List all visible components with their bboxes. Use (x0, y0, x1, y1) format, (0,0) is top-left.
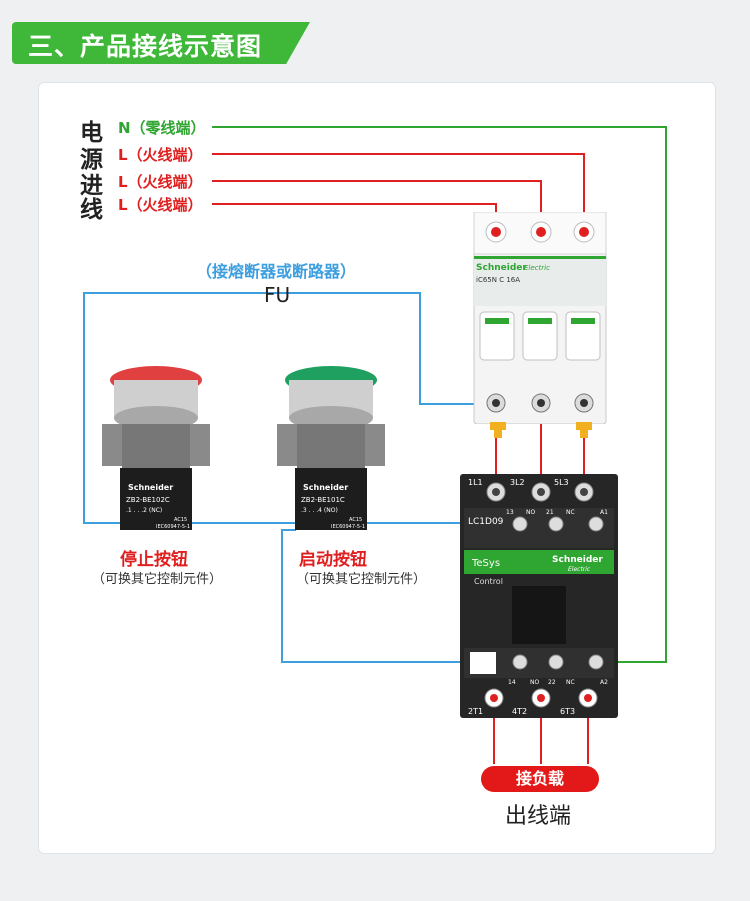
wire-start-14 (281, 529, 520, 663)
aux-bottom-nc: NC (566, 679, 575, 686)
load-badge: 接负载 (481, 766, 599, 792)
breaker-toggles (479, 311, 601, 361)
live-label-3: L（火线端） (118, 196, 203, 214)
aux-bottom-14: 14 (508, 679, 516, 686)
fuse-caption: （接熔断器或断路器） (196, 262, 357, 281)
stop-contacts: .1 . . .2 (NC) (126, 507, 162, 514)
section-title: 三、产品接线示意图 (28, 32, 263, 61)
stop-spec-a: AC15 (174, 517, 187, 523)
breaker-input-terminals (485, 221, 595, 243)
start-contacts: .3 . . .4 (NO) (301, 507, 338, 514)
breaker-clips (490, 422, 592, 438)
terminal-4t2: 4T2 (512, 707, 527, 716)
start-button-subtitle: （可换其它控制元件） (296, 572, 427, 587)
contactor-model: LC1D09 (468, 517, 504, 527)
neutral-label: N（零线端） (118, 119, 206, 137)
breaker-brand: Schneider (476, 263, 527, 273)
aux-bottom-a2: A2 (600, 679, 608, 686)
aux-bottom-screws (512, 654, 604, 670)
aux-top-21: 21 (546, 509, 554, 516)
section-header: 三、产品接线示意图 (12, 22, 310, 64)
contactor-brand-right: Schneider (552, 555, 603, 565)
start-button: Schneider ZB2-BE101C .3 . . .4 (NO) AC15… (277, 366, 385, 530)
terminal-5l3: 5L3 (554, 478, 569, 487)
power-char-1: 电 (80, 120, 103, 146)
power-char-4: 线 (80, 197, 103, 223)
stop-model: ZB2-BE102C (126, 496, 170, 504)
wire-fu (83, 292, 498, 524)
power-char-3: 进 (80, 173, 103, 199)
stop-button: Schneider ZB2-BE102C .1 . . .2 (NC) AC15… (102, 366, 210, 530)
contactor-bottom-terminals (484, 688, 598, 708)
aux-top-no: NO (526, 509, 535, 516)
aux-top-a1: A1 (600, 509, 608, 516)
start-spec-b: IEC60947-5-1 (331, 524, 365, 530)
contactor-control: Control (474, 577, 503, 586)
contactor-top-terminals (486, 482, 594, 502)
wire-neutral (212, 126, 667, 663)
contactor-brand-left: TeSys (471, 558, 500, 569)
contactor: 1L1 3L2 5L3 LC1D09 13 NO 21 NC A1 TeSys … (460, 474, 618, 718)
stop-button-title: 停止按钮 (120, 550, 188, 570)
start-model: ZB2-BE101C (301, 496, 345, 504)
stop-spec-b: IEC60947-5-1 (156, 524, 190, 530)
contactor-brand-right-sub: Electric (568, 566, 591, 573)
start-button-title: 启动按钮 (299, 550, 367, 570)
breaker-brand-sub: Electric (524, 264, 550, 272)
aux-bottom-no: NO (530, 679, 539, 686)
terminal-1l1: 1L1 (468, 478, 483, 487)
stop-button-subtitle: （可换其它控制元件） (92, 572, 223, 587)
aux-bottom-22: 22 (548, 679, 556, 686)
live-label-1: L（火线端） (118, 146, 203, 164)
breaker-model: iC65N C 16A (476, 276, 520, 284)
output-label: 出线端 (505, 804, 572, 829)
stop-brand: Schneider (128, 483, 173, 492)
fuse-label: FU (264, 283, 291, 307)
live-label-2: L（火线端） (118, 173, 203, 191)
terminal-6t3: 6T3 (560, 707, 575, 716)
terminal-2t1: 2T1 (468, 707, 483, 716)
start-spec-a: AC15 (349, 517, 362, 523)
aux-top-13: 13 (506, 509, 514, 516)
breaker-output-terminals (486, 393, 594, 413)
terminal-3l2: 3L2 (510, 478, 525, 487)
start-brand: Schneider (303, 483, 348, 492)
power-char-2: 源 (80, 147, 103, 173)
circuit-breaker: Schneider Electric iC65N C 16A (473, 212, 607, 424)
wire-l3 (212, 153, 585, 232)
aux-top-nc: NC (566, 509, 575, 516)
aux-top-screws (512, 516, 604, 532)
wire-l1 (212, 203, 497, 232)
